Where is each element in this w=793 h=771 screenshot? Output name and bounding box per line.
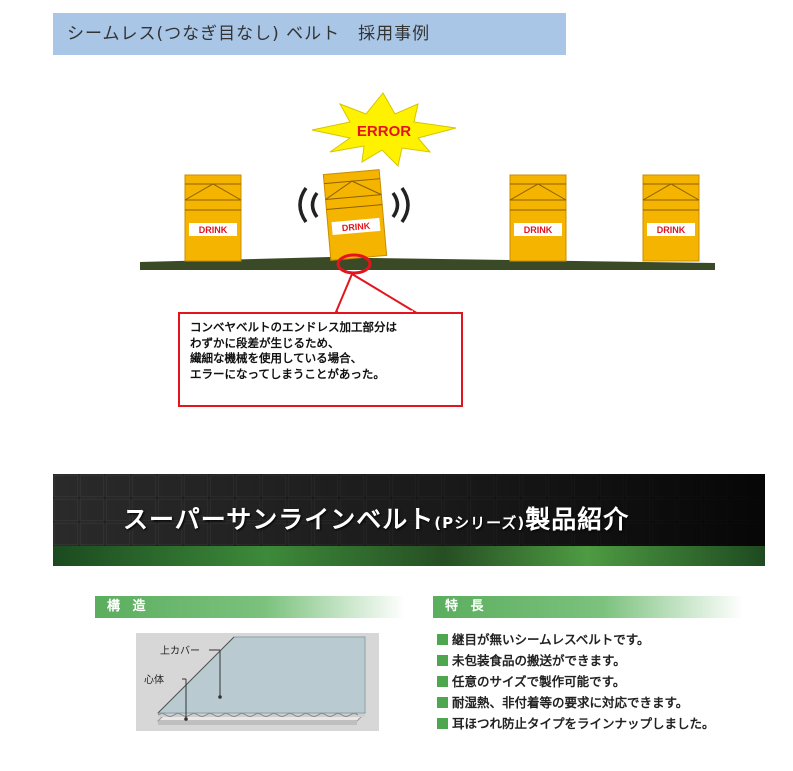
structure-heading: 構 造: [95, 596, 405, 618]
feature-item: 任意のサイズで製作可能です。: [437, 672, 715, 692]
drink-box-3: DRINK: [509, 174, 567, 262]
error-label: ERROR: [357, 123, 411, 140]
bullet-square-icon: [437, 718, 448, 729]
banner-title-sub: (Pシリーズ): [434, 514, 526, 532]
bullet-square-icon: [437, 634, 448, 645]
callout-line: コンベヤベルトのエンドレス加工部分は: [190, 320, 397, 334]
banner-title-end: 製品紹介: [525, 505, 630, 534]
vibration-right-icon: [391, 186, 410, 224]
callout-line: エラーになってしまうことがあった。: [190, 366, 385, 381]
banner-green-strip: [53, 546, 765, 566]
feature-item: 継目が無いシームレスベルトです。: [437, 630, 715, 650]
drink-box-tilted: DRINK: [322, 169, 388, 261]
banner-title-main: スーパーサンラインベルト: [123, 505, 435, 534]
feature-text: 耳ほつれ防止タイプをラインナップしました。: [452, 716, 715, 731]
label-core: 心体: [144, 674, 164, 686]
callout-line: 繊細な機械を使用している場合、: [190, 351, 363, 365]
callout-line: わずかに段差が生じるため、: [190, 335, 340, 350]
label-top-cover: 上カバー: [160, 645, 200, 657]
page-title: シームレス(つなぎ目なし) ベルト 採用事例: [53, 13, 566, 55]
bullet-square-icon: [437, 697, 448, 708]
drink-label-1: DRINK: [199, 225, 228, 235]
features-heading: 特 長: [433, 596, 743, 618]
features-list: 継目が無いシームレスベルトです。 未包装食品の搬送ができます。 任意のサイズで製…: [437, 630, 715, 735]
feature-text: 任意のサイズで製作可能です。: [452, 674, 626, 689]
drink-label-3: DRINK: [524, 225, 553, 235]
drink-box-1: DRINK: [184, 174, 242, 262]
conveyor-belt: [140, 257, 715, 270]
explanation-callout: コンベヤベルトのエンドレス加工部分は わずかに段差が生じるため、 繊細な機械を使…: [178, 312, 463, 407]
bullet-square-icon: [437, 676, 448, 687]
vibration-left-icon: [298, 186, 319, 224]
banner-grid-pattern: [53, 474, 765, 546]
belt-cross-section: 上カバー 心体: [144, 636, 367, 725]
drink-box-4: DRINK: [642, 174, 700, 262]
structure-diagram: 上カバー 心体: [136, 633, 379, 731]
feature-text: 耐湿熱、非付着等の要求に対応できます。: [452, 695, 689, 710]
bullet-square-icon: [437, 655, 448, 666]
feature-item: 耐湿熱、非付着等の要求に対応できます。: [437, 693, 715, 713]
feature-text: 継目が無いシームレスベルトです。: [452, 632, 650, 647]
seam-highlight: [336, 253, 372, 275]
error-burst-icon: [311, 92, 457, 167]
banner-title: スーパーサンラインベルト(Pシリーズ)製品紹介: [123, 500, 629, 536]
drink-label-4: DRINK: [657, 225, 686, 235]
feature-item: 耳ほつれ防止タイプをラインナップしました。: [437, 714, 715, 734]
product-banner: スーパーサンラインベルト(Pシリーズ)製品紹介: [53, 474, 765, 566]
feature-text: 未包装食品の搬送ができます。: [452, 653, 626, 668]
callout-pointer: [334, 272, 419, 313]
conveyor-illustration: DRINK DRINK DRINK DRINK: [140, 92, 715, 314]
feature-item: 未包装食品の搬送ができます。: [437, 651, 715, 671]
drink-label-2: DRINK: [341, 221, 371, 233]
